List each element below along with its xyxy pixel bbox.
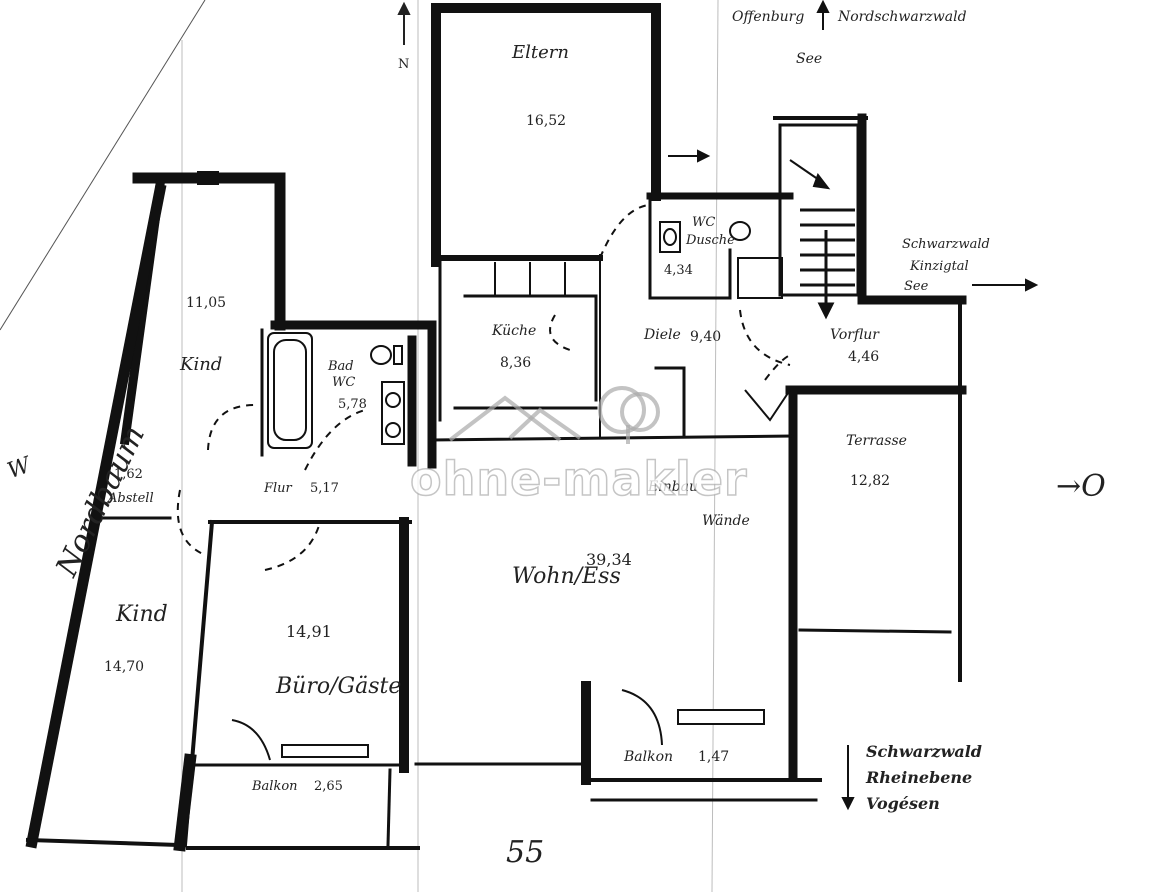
shower-icon <box>737 257 783 299</box>
einbau-line1: Einbau <box>648 479 699 495</box>
balkon-right-name: Balkon <box>624 749 674 765</box>
room-kind-top-area: 11,05 <box>186 295 227 311</box>
room-diele-name: Diele <box>644 327 681 343</box>
room-wohnen-area: 39,34 <box>586 550 632 569</box>
staircase <box>778 123 860 320</box>
room-eltern-name: Eltern <box>512 42 569 63</box>
direction-schwarzwald-east: Schwarzwald <box>902 237 990 252</box>
walls <box>25 3 967 852</box>
room-terrasse-area: 12,82 <box>850 473 891 489</box>
direction-vogesen: Vogésen <box>866 794 940 813</box>
bottom-number-55: 55 <box>506 835 545 870</box>
room-wc-name: WC <box>692 215 716 230</box>
toilet-icon <box>370 221 751 365</box>
balkon-right-area: 1,47 <box>698 749 730 765</box>
room-buero-name: Büro/Gäste <box>276 674 402 699</box>
room-eltern-area: 16,52 <box>526 113 567 129</box>
direction-offenburg: Offenburg <box>732 9 805 25</box>
room-wohnen-name: Wohn/Ess <box>512 564 621 589</box>
room-bad-sub: WC <box>332 375 356 390</box>
bathtub-icon <box>267 332 313 449</box>
room-kind-bottom-name: Kind <box>116 602 168 627</box>
direction-see-north: See <box>796 51 823 67</box>
room-bad-name: Bad <box>328 359 354 374</box>
room-bad-area: 5,78 <box>338 397 367 412</box>
compass-north-label: N <box>398 57 410 72</box>
balkon-left-name: Balkon <box>252 779 298 794</box>
room-flur-name: Flur <box>264 481 292 496</box>
entrance-arrows <box>668 0 1039 811</box>
direction-schwarzwald-south: Schwarzwald <box>866 742 982 761</box>
room-terrasse-name: Terrasse <box>846 433 907 449</box>
watermark-text: ohne-makler <box>409 451 748 507</box>
window-sills <box>197 171 765 758</box>
north-arrow-icon <box>397 1 411 45</box>
room-vorflur-name: Vorflur <box>830 327 879 343</box>
room-kueche-name: Küche <box>492 323 537 339</box>
direction-see-east: See <box>904 279 929 294</box>
room-kind-top-name: Kind <box>180 354 223 375</box>
room-flur-area: 5,17 <box>310 481 339 496</box>
balkon-left-area: 2,65 <box>314 779 343 794</box>
room-abstell-name: Abstell <box>108 491 154 506</box>
side-symbol: →O <box>1056 469 1106 504</box>
room-diele-area: 9,40 <box>690 329 722 345</box>
direction-kinzigtal: Kinzigtal <box>910 259 969 274</box>
kitchen-counter <box>494 262 566 296</box>
room-kueche-area: 8,36 <box>500 355 532 371</box>
direction-nordschwarzwald: Nordschwarzwald <box>838 9 967 25</box>
room-kind-bottom-area: 14,70 <box>104 659 145 675</box>
room-buero-area: 14,91 <box>286 622 332 641</box>
room-vorflur-area: 4,46 <box>848 349 880 365</box>
einbau-line2: Wände <box>702 513 750 529</box>
direction-rheinebene: Rheinebene <box>866 768 973 787</box>
watermark-logo <box>448 386 660 444</box>
room-dusche-sub: Dusche <box>686 233 735 248</box>
room-abstell-area: 1,62 <box>114 467 143 482</box>
door-swings <box>176 204 791 761</box>
room-wc-area: 4,34 <box>664 263 693 278</box>
sink-icon <box>381 221 681 445</box>
